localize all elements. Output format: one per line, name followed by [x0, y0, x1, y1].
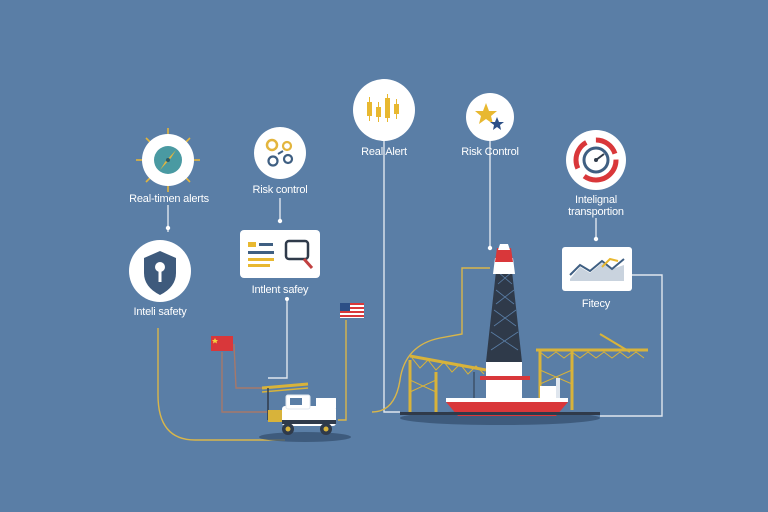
- connector-china-flag-to-truck: [221, 352, 275, 413]
- gantry-crane-icon: [408, 333, 648, 414]
- connector-china-flag-to-truck-2: [233, 343, 268, 389]
- connector-panel-to-truck: [268, 300, 288, 379]
- cargo-ship-icon: [400, 398, 600, 416]
- crane-truck-icon: [261, 382, 336, 435]
- risk-control-small-label: Risk control: [252, 184, 308, 196]
- magnifier-panel-icon: [240, 230, 320, 278]
- connector-lines: [157, 140, 663, 441]
- connector-shield-to-truck: [157, 328, 285, 441]
- compass-icon: [136, 128, 200, 192]
- china-flag-icon: [211, 336, 233, 351]
- connector-efficiency-to-ship: [600, 274, 663, 417]
- realtime-alerts-label: Real-timen alerts: [129, 193, 209, 205]
- risk-control-label: Risk Control: [461, 146, 519, 158]
- gauge-icon: [566, 130, 626, 190]
- connector-dots: [165, 218, 599, 301]
- drilling-rig-icon: [480, 244, 560, 402]
- shield-icon: [129, 240, 191, 302]
- intelligent-safety-panel-label: Intlent safey: [251, 284, 309, 296]
- truck-shadow: [259, 432, 351, 442]
- usa-flag-icon: [340, 303, 364, 318]
- intelligent-transportation-label: Intelignal transportion: [568, 194, 624, 218]
- connector-rig-side: [371, 267, 490, 413]
- intelligent-safety-label: Inteli safety: [133, 306, 187, 318]
- connector-usa-flag-to-truck: [338, 320, 347, 421]
- gears-icon: [254, 127, 306, 179]
- line-chart-icon: [562, 247, 632, 291]
- stars-icon: [466, 93, 514, 141]
- efficiency-panel-label: Fitecy: [581, 298, 611, 310]
- connector-real-alert-to-ship: [383, 140, 400, 413]
- real-alert-label: Real Alert: [361, 146, 407, 158]
- candlestick-icon: [353, 79, 415, 141]
